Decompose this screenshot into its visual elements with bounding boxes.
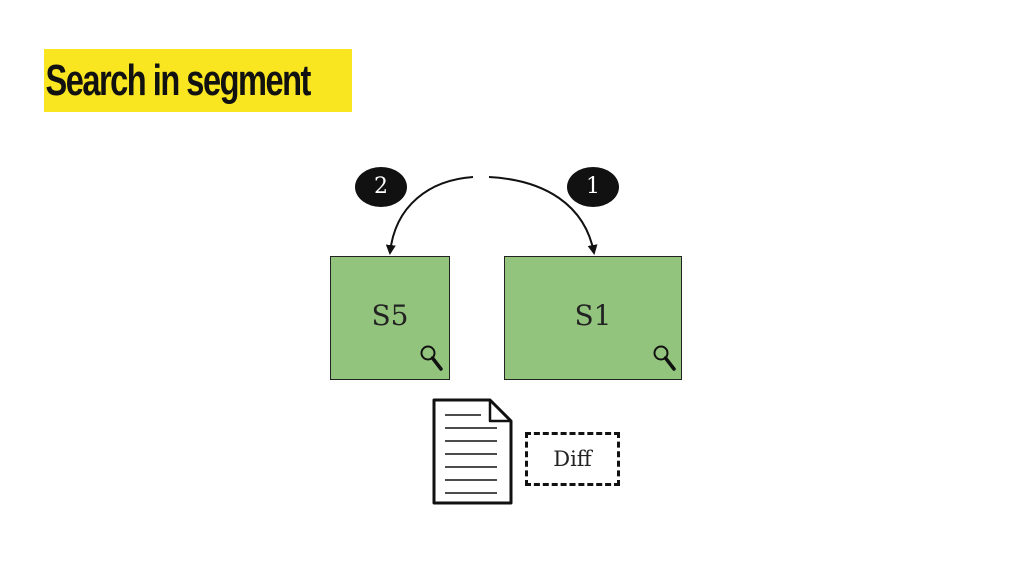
magnifier-icon (420, 345, 443, 371)
title-highlight (44, 49, 352, 112)
segment-label: S5 (371, 299, 409, 332)
segment-s5: S5 (330, 256, 450, 380)
step-number: 2 (374, 174, 388, 199)
segment-label: S1 (574, 299, 612, 332)
segment-s1: S1 (504, 256, 682, 380)
page-title: Search in segment (45, 56, 311, 105)
step-number: 1 (586, 174, 600, 199)
magnifier-icon (653, 345, 676, 371)
diff-label: Diff (553, 447, 592, 471)
step-badge-1: 1 (567, 167, 619, 207)
arrow-to-s1 (488, 176, 598, 255)
step-badge-2: 2 (355, 167, 407, 207)
arrow-to-s5 (385, 176, 474, 255)
diff-box: Diff (525, 432, 620, 486)
